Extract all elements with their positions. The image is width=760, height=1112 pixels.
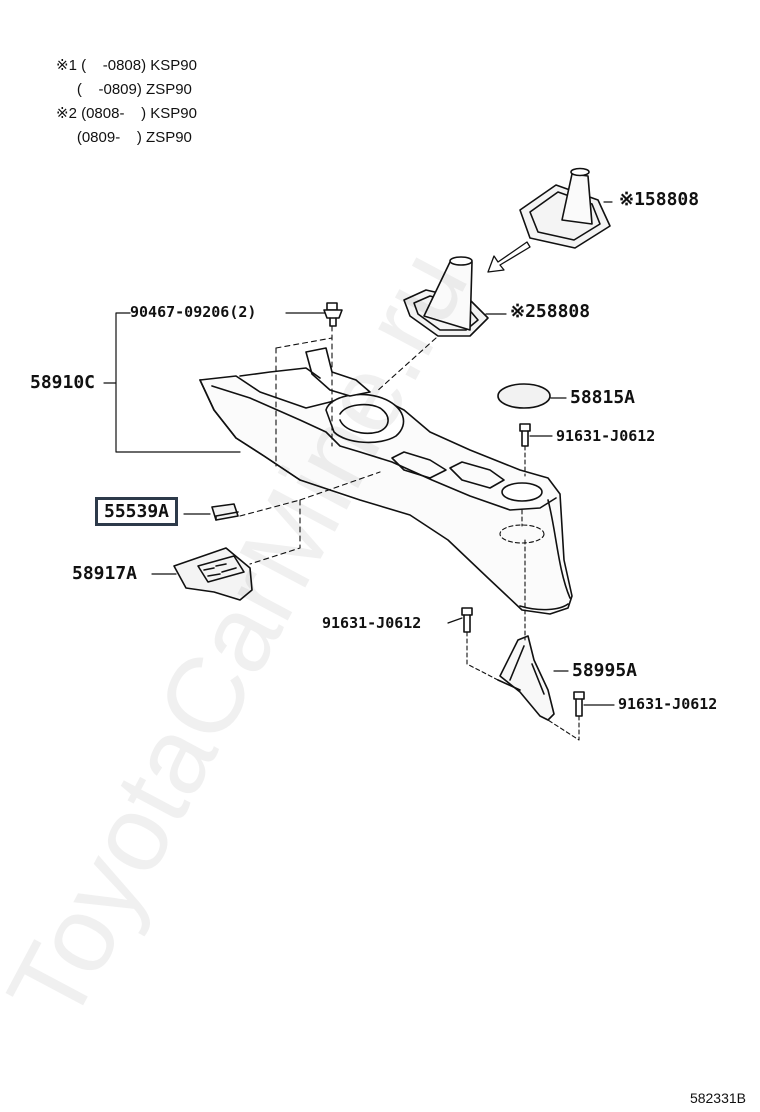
- switch-drawing: [211, 503, 239, 521]
- part-label-bolt-left: 91631-J0612: [322, 614, 422, 632]
- note-line: (0809- ) ZSP90: [56, 129, 192, 146]
- part-label-bracket: 58995A: [572, 660, 638, 681]
- shift-boot-1-drawing: [519, 167, 611, 249]
- part-label-boot-2: ※258808: [510, 301, 591, 322]
- note-line: ※1 ( -0808) KSP90: [56, 57, 197, 74]
- cap-drawing: [497, 383, 551, 409]
- direction-arrow: [487, 241, 531, 273]
- clip-drawing: [323, 302, 343, 327]
- bolt-right-drawing: [547, 691, 585, 741]
- note-line: ※2 (0808- ) KSP90: [56, 105, 197, 122]
- bolt-left-drawing: [461, 607, 499, 681]
- shift-boot-2-drawing: [403, 256, 489, 337]
- part-label-bolt-right: 91631-J0612: [618, 695, 718, 713]
- part-label-bolt-top: 91631-J0612: [556, 427, 656, 445]
- part-label-panel: 58917A: [72, 563, 138, 584]
- part-label-clip: 90467-09206(2): [130, 303, 257, 321]
- bracket-drawing: [497, 635, 555, 721]
- note-line: ( -0809) ZSP90: [56, 81, 192, 98]
- part-label-boot-1: ※158808: [619, 189, 700, 210]
- console-body-drawing: [199, 325, 573, 615]
- diagram-code: 582331B: [689, 1090, 746, 1106]
- applicability-notes: ※1 ( -0808) KSP90 ( -0809) ZSP90 ※2 (080…: [56, 54, 197, 150]
- part-label-switch-highlighted: 55539A: [95, 497, 179, 526]
- part-label-cap: 58815A: [570, 387, 636, 408]
- part-label-console: 58910C: [30, 372, 96, 393]
- panel-drawing: [173, 547, 253, 601]
- leader-lines: [103, 201, 615, 706]
- bolt-top-drawing: [519, 423, 531, 477]
